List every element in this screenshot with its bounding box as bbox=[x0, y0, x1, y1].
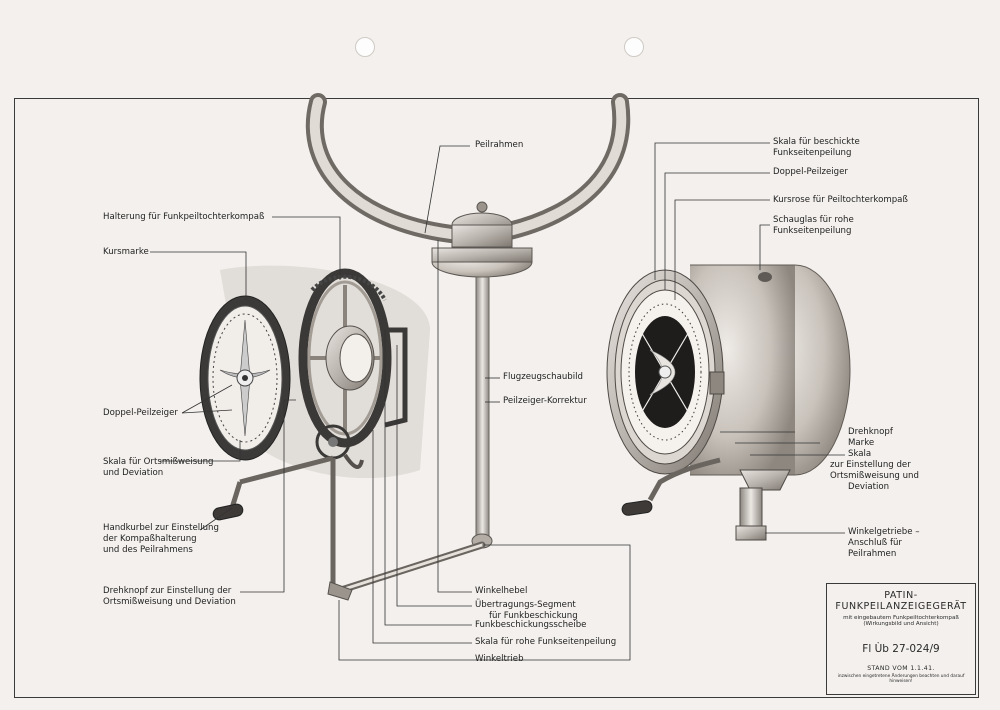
label-drehknopf-left-2: Ortsmißweisung und Deviation bbox=[103, 597, 236, 607]
label-kursrose: Kursrose für Peiltochterkompaß bbox=[773, 195, 908, 205]
label-doppel-peilzeiger-left: Doppel-Peilzeiger bbox=[103, 408, 178, 418]
peilrahmen-loop bbox=[305, 93, 631, 244]
label-winkelgetriebe-1: Winkelgetriebe – bbox=[848, 527, 920, 537]
label-skala-right-4: Deviation bbox=[848, 482, 890, 492]
label-winkelhebel: Winkelhebel bbox=[475, 586, 528, 596]
label-winkelgetriebe-2: Anschluß für bbox=[848, 538, 902, 548]
label-skala-right-2: zur Einstellung der bbox=[830, 460, 911, 470]
title-subtitle-1: mit eingebautem Funkpeiltochterkompaß bbox=[843, 615, 959, 621]
label-handkurbel-3: und des Peilrahmens bbox=[103, 545, 193, 555]
label-handkurbel-2: der Kompaßhalterung bbox=[103, 534, 197, 544]
label-skala-beschickte-1: Skala für beschickte bbox=[773, 137, 860, 147]
label-schauglas-2: Funkseitenpeilung bbox=[773, 226, 852, 236]
punch-hole bbox=[355, 37, 375, 57]
title-subtitle-2: (Wirkungsbild und Ansicht) bbox=[863, 621, 939, 627]
label-handkurbel-1: Handkurbel zur Einstellung bbox=[103, 523, 219, 533]
title-line-2: FUNKPEILANZEIGEGERÄT bbox=[835, 601, 967, 612]
label-funkbeschickungsscheibe: Funkbeschickungsscheibe bbox=[475, 620, 587, 630]
peilrahmen-hub bbox=[431, 201, 533, 278]
left-compass-disk bbox=[199, 295, 291, 461]
label-skala-rohe: Skala für rohe Funkseitenpeilung bbox=[475, 637, 617, 647]
label-schauglas-1: Schauglas für rohe bbox=[773, 215, 854, 225]
label-skala-right-3: Ortsmißweisung und bbox=[830, 471, 919, 481]
label-flugzeugschaubild: Flugzeugschaubild bbox=[503, 372, 583, 382]
label-skala-beschickte-2: Funkseitenpeilung bbox=[773, 148, 852, 158]
label-peilzeiger-korrektur: Peilzeiger-Korrektur bbox=[503, 396, 587, 406]
label-kursmarke: Kursmarke bbox=[103, 247, 149, 257]
title-block: PATIN- FUNKPEILANZEIGEGERÄT mit eingebau… bbox=[826, 583, 976, 695]
leader-lines bbox=[150, 142, 845, 661]
label-halterung: Halterung für Funkpeiltochterkompaß bbox=[103, 212, 265, 222]
title-line-1: PATIN- bbox=[884, 590, 918, 601]
label-drehknopf-left-1: Drehknopf zur Einstellung der bbox=[103, 586, 232, 596]
drawing-frame bbox=[14, 98, 979, 698]
label-winkelgetriebe-3: Peilrahmen bbox=[848, 549, 897, 559]
compass-holder-ring bbox=[298, 268, 408, 448]
right-instrument bbox=[606, 264, 851, 541]
vertical-shaft bbox=[475, 276, 490, 540]
label-uebertragungs-2: für Funkbeschickung bbox=[489, 611, 578, 621]
label-uebertragungs-1: Übertragungs-Segment bbox=[475, 600, 576, 610]
document-code: Fl Ùb 27-024/9 bbox=[862, 643, 940, 655]
label-marke: Marke bbox=[848, 438, 875, 448]
label-doppel-peilzeiger-right: Doppel-Peilzeiger bbox=[773, 167, 848, 177]
label-drehknopf-right: Drehknopf bbox=[848, 427, 893, 437]
document-stand: STAND VOM 1.1.41. bbox=[867, 665, 935, 672]
label-skala-right-1: Skala bbox=[848, 449, 872, 459]
label-peilrahmen: Peilrahmen bbox=[475, 140, 524, 150]
label-skala-ortsmiss-1: Skala für Ortsmißweisung bbox=[103, 457, 214, 467]
label-winkeltrieb: Winkeltrieb bbox=[475, 654, 524, 664]
document-note: inzwischen eingetretene Änderungen beach… bbox=[837, 674, 965, 684]
punch-hole bbox=[624, 37, 644, 57]
label-skala-ortsmiss-2: und Deviation bbox=[103, 468, 164, 478]
